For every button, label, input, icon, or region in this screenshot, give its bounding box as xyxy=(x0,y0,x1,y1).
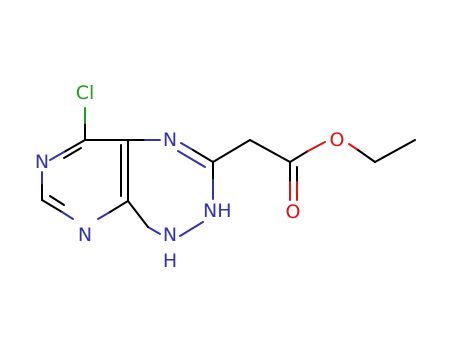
bond-n1-c8a xyxy=(97,211,111,220)
bond-c2-n1-blue xyxy=(61,211,74,220)
bond-n5-c3-b xyxy=(192,149,214,163)
bond-ch2-cco xyxy=(249,139,291,163)
bond-n5-c3 xyxy=(180,142,194,151)
bond-c4-n3-inner xyxy=(63,147,82,159)
bond-n1h-c8a-b xyxy=(127,200,149,228)
bond-c4-n3 xyxy=(63,139,86,153)
bond-c-oester-r xyxy=(307,141,326,152)
atom-oxygen-ester: O xyxy=(330,129,345,151)
atom-nitrogen-pyrimidine-left: N xyxy=(35,151,49,173)
bond-c3-ch2 xyxy=(212,139,251,163)
bond-o-ch2-b xyxy=(357,149,376,163)
atom-chlorine-label: Cl xyxy=(76,82,95,104)
bond-o-ch2 xyxy=(348,143,359,151)
bond-n2-n1h xyxy=(179,221,204,237)
bond-ch2-ch3 xyxy=(374,139,416,163)
atom-nitrogen-triazine-top: N xyxy=(163,129,177,151)
atom-nitrogen-triazine-bottom: N xyxy=(163,224,177,246)
atom-nitrogen-pyrimidine-bottom: N xyxy=(78,224,92,246)
atom-hydrogen-triazine-bottom: H xyxy=(163,250,177,272)
bond-n1-c8a-b xyxy=(109,200,129,213)
bond-n5-c3-inner xyxy=(177,150,206,168)
bond-n1h-c8a xyxy=(147,226,161,235)
bond-c2-n1 xyxy=(41,199,63,213)
bond-c-oester xyxy=(289,150,309,163)
atom-nh-triazine-right: NH xyxy=(203,200,232,222)
bond-c2-n1-inner xyxy=(49,195,65,206)
atom-oxygen-carbonyl: O xyxy=(286,201,301,223)
bond-c4-n3-blue xyxy=(49,151,65,161)
